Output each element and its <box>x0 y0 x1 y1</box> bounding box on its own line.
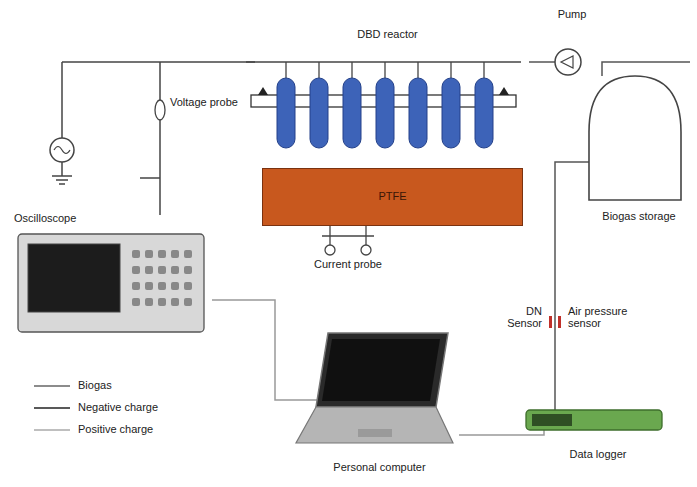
legend-line <box>34 385 70 387</box>
current-probe-symbol <box>325 245 335 255</box>
legend-line <box>34 429 70 431</box>
pump-symbol <box>555 49 581 75</box>
electrode <box>409 78 427 148</box>
scope-knob <box>184 298 192 306</box>
scope-knob <box>171 282 179 290</box>
scope-knob <box>171 266 179 274</box>
ac-source-symbol <box>50 138 74 162</box>
scope-knob <box>171 298 179 306</box>
scope-knob <box>184 266 192 274</box>
legend-text: Positive charge <box>78 423 153 435</box>
wire <box>62 61 255 63</box>
reactor: DBD reactor <box>246 28 529 153</box>
node-label: Data logger <box>524 448 672 460</box>
storage-drawing <box>581 72 689 222</box>
scope-knob <box>145 298 153 306</box>
pump: Pump <box>548 8 596 78</box>
scope-screen <box>28 244 120 312</box>
wire <box>384 62 385 78</box>
scope-knob <box>145 266 153 274</box>
storage-dome <box>589 76 681 200</box>
frame-mark <box>499 87 509 95</box>
ground-symbol <box>56 179 68 181</box>
wire <box>351 62 352 78</box>
oscilloscope-drawing <box>14 212 209 337</box>
wire <box>417 62 418 78</box>
wire <box>159 120 161 215</box>
node-label: Personal computer <box>288 461 471 473</box>
voltage-probe-symbol <box>155 100 165 120</box>
sensor-mark <box>549 316 552 328</box>
current-probe-symbol <box>361 245 371 255</box>
scope-knob <box>158 282 166 290</box>
oscilloscope: Oscilloscope <box>14 212 217 337</box>
wire <box>140 177 160 179</box>
data-logger: Data logger <box>524 408 672 460</box>
legend-text: Biogas <box>78 379 112 391</box>
wire <box>159 62 161 100</box>
legend-line <box>34 407 70 409</box>
scope-knob <box>171 250 179 258</box>
ac-source-symbol <box>54 147 70 154</box>
sensor-label: DN Sensor <box>502 305 542 329</box>
scope-knob <box>132 282 140 290</box>
logger-body <box>526 410 662 430</box>
wire <box>246 61 521 63</box>
legend-text: Negative charge <box>78 401 158 413</box>
sensor-label: Air pressure sensor <box>568 305 638 329</box>
laptop-screen <box>316 333 448 407</box>
wire <box>322 235 374 236</box>
scope-knob <box>145 282 153 290</box>
wire <box>483 62 484 78</box>
electrode <box>277 78 295 148</box>
scope-knob <box>158 298 166 306</box>
laptop-pad <box>358 429 392 437</box>
scope-knob <box>132 250 140 258</box>
probe-label: Current probe <box>314 258 382 270</box>
scope-knob <box>158 250 166 258</box>
sensor-mark <box>558 316 561 328</box>
reactor-drawing <box>246 28 521 153</box>
scope-knob <box>145 250 153 258</box>
scope-knob <box>184 250 192 258</box>
scope-knob <box>158 266 166 274</box>
logger-display <box>532 414 572 426</box>
node-label: PTFE <box>263 190 522 202</box>
scope-knob <box>184 282 192 290</box>
pump-symbol <box>561 56 573 68</box>
electrode <box>475 78 493 148</box>
frame-mark <box>258 87 268 95</box>
probe-label: Voltage probe <box>170 96 238 108</box>
electrode <box>310 78 328 148</box>
ptfe-block: PTFE <box>262 168 523 226</box>
storage-vessel: Biogas storage <box>581 72 697 222</box>
connector <box>555 162 589 410</box>
electrode <box>442 78 460 148</box>
laptop-drawing <box>288 325 463 473</box>
wire <box>450 62 451 78</box>
scope-body <box>18 234 204 332</box>
personal-computer: Personal computer <box>288 325 471 473</box>
scope-knob <box>132 266 140 274</box>
wire <box>318 62 319 78</box>
connector <box>602 62 690 76</box>
laptop-base <box>296 407 453 443</box>
node-label: Oscilloscope <box>14 212 217 224</box>
node-label: Biogas storage <box>581 210 697 222</box>
scope-knob <box>132 298 140 306</box>
electrode <box>376 78 394 148</box>
wire <box>285 62 286 78</box>
connector <box>212 300 324 400</box>
wire <box>61 62 63 138</box>
electrode <box>343 78 361 148</box>
ground-symbol <box>52 175 72 177</box>
laptop-screen <box>322 339 440 401</box>
node-label: Pump <box>548 8 596 20</box>
wire <box>61 162 63 176</box>
node-label: DBD reactor <box>246 28 529 40</box>
ground-symbol <box>59 183 65 185</box>
connector <box>529 61 555 63</box>
